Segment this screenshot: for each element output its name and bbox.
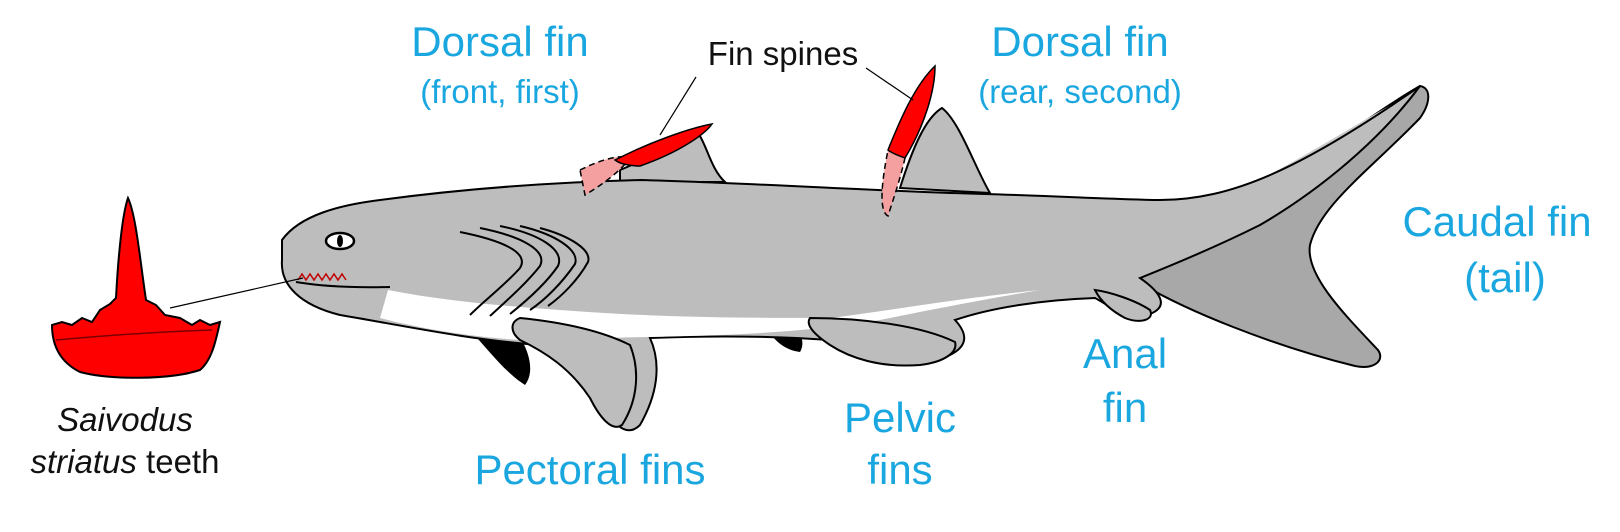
- dorsal-front-title: Dorsal fin: [411, 18, 589, 65]
- mouth: [295, 281, 391, 289]
- caudal-title: Caudal fin: [1402, 198, 1592, 245]
- anal-fin-label-line2: fin: [1102, 384, 1148, 431]
- pupil: [337, 235, 343, 247]
- dorsal-front-subtitle: (front, first): [420, 73, 580, 110]
- anal-fin-label-line1: Anal: [1082, 330, 1168, 377]
- anal-fin: [1093, 288, 1152, 322]
- first-dorsal-spine: [613, 122, 714, 167]
- teeth-leader: [169, 277, 304, 309]
- pectoral-fin: [511, 316, 638, 428]
- fin-spines-leader-left: [659, 76, 697, 136]
- teeth-label-line2: striatus teeth: [10, 443, 240, 481]
- dorsal-rear-subtitle: (rear, second): [978, 73, 1182, 110]
- fin-spines-leader-right: [865, 67, 914, 101]
- second-dorsal-spine: [887, 64, 936, 159]
- pelvic-fin: [807, 316, 957, 367]
- gill-slits: [459, 225, 590, 317]
- fin-spines-label: Fin spines: [707, 35, 859, 72]
- second-dorsal-fin: [898, 106, 992, 195]
- saivodus-tooth: [50, 195, 222, 379]
- mouth-teeth: [297, 272, 347, 282]
- pelvic-fins-label-line2: fins: [867, 446, 933, 493]
- tooth-crown-line: [55, 329, 213, 341]
- pectoral-fins-label: Pectoral fins: [474, 446, 706, 493]
- teeth-label-species: striatus: [30, 443, 137, 480]
- dorsal-rear-title: Dorsal fin: [991, 18, 1169, 65]
- teeth-label-line1: Saivodus: [57, 401, 193, 438]
- teeth-label-word: teeth: [136, 443, 220, 480]
- pelvic-fins-label-line1: Pelvic: [843, 394, 957, 441]
- caudal-subtitle: (tail): [1464, 254, 1546, 301]
